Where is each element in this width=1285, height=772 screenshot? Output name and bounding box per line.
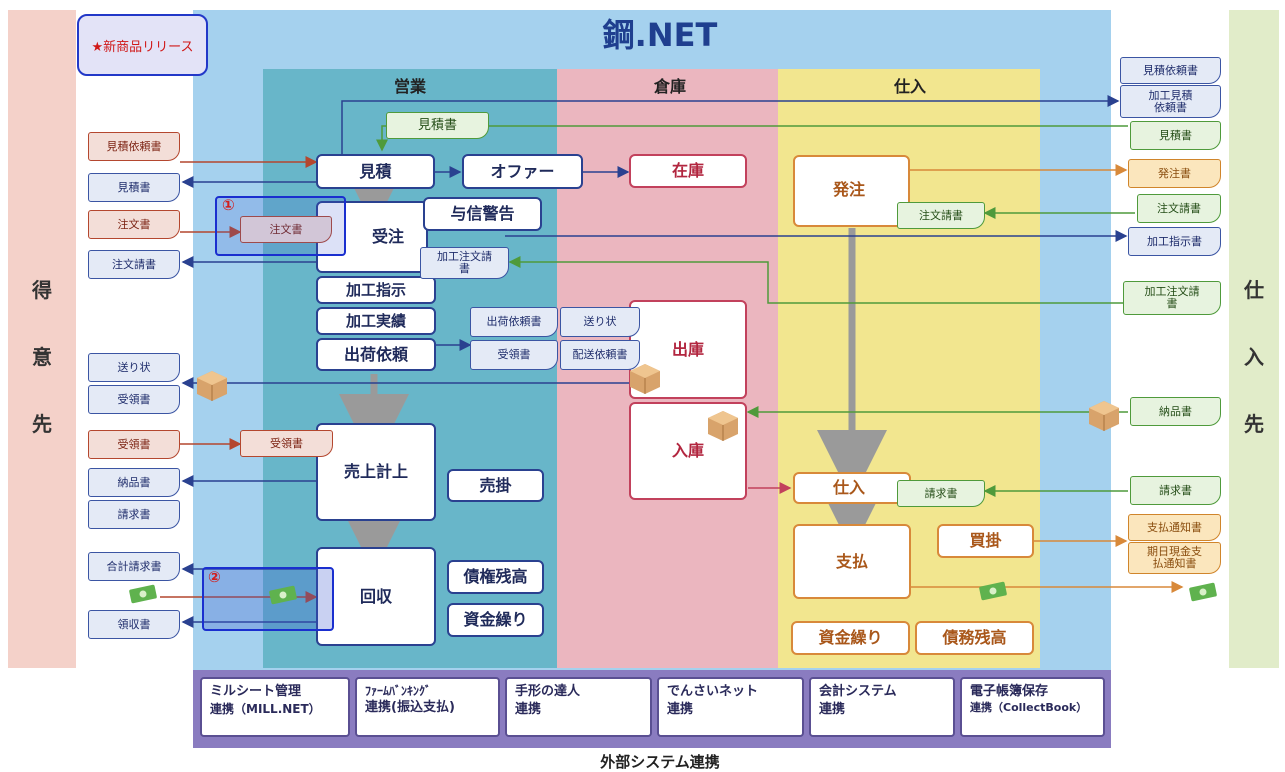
customer-side-panel	[8, 10, 76, 668]
package-icon	[197, 371, 227, 401]
money-icon	[269, 585, 297, 605]
supplier-side-panel	[1229, 10, 1279, 668]
sales-cash-flow-box[interactable]: 資金繰り	[447, 603, 544, 637]
estimate-box[interactable]: 見積	[316, 154, 435, 189]
ext-millsheet[interactable]: ミルシート管理連携（MILL.NET）	[200, 677, 350, 737]
right-purchase-order: 発注書	[1128, 159, 1221, 188]
purchase-cash-flow-box[interactable]: 資金繰り	[791, 621, 910, 655]
package-icon	[708, 411, 738, 441]
receivable-box[interactable]: 売掛	[447, 469, 544, 502]
ext-firm-banking[interactable]: ﾌｧｰﾑﾊﾞﾝｷﾝｸﾞ連携(振込支払)	[355, 677, 500, 737]
collection-box[interactable]: 回収	[316, 547, 436, 646]
money-icon	[1189, 582, 1217, 602]
delivery-request-doc: 配送依頼書	[560, 340, 640, 370]
warehouse-section-title: 倉庫	[653, 77, 686, 96]
processing-order-ack-doc: 加工注文請書	[420, 247, 509, 279]
product-title: 鋼.NET	[602, 16, 718, 54]
left-total-bill: 合計請求書	[88, 552, 180, 581]
purchase-invoice-doc: 請求書	[897, 480, 985, 507]
order-receipt-box[interactable]: 受注	[316, 201, 428, 273]
customer-label: 得 意 先	[32, 277, 52, 436]
left-receipt: 受領書	[88, 385, 180, 414]
ext-e-book[interactable]: 電子帳簿保存連携（CollectBook）	[960, 677, 1105, 737]
processing-result-box[interactable]: 加工実績	[316, 307, 436, 335]
left-receipt-slip: 領収書	[88, 610, 180, 639]
ordering-box[interactable]: 発注	[793, 155, 910, 227]
processing-instruction-box[interactable]: 加工指示	[316, 276, 436, 304]
money-icon	[979, 581, 1007, 601]
purchase-section-title: 仕入	[893, 77, 926, 96]
receipt-doc-internal: 受領書	[240, 430, 333, 457]
payable-box[interactable]: 買掛	[937, 524, 1034, 558]
supplier-label: 仕 入 先	[1244, 277, 1264, 436]
external-integration-label: 外部システム連携	[600, 753, 720, 771]
highlight-collection[interactable]	[202, 567, 334, 631]
purchase-order-ack-doc: 注文請書	[897, 202, 985, 229]
left-order: 注文書	[88, 210, 180, 239]
right-processing-instruction: 加工指示書	[1128, 227, 1221, 256]
marker-two: ②	[208, 568, 221, 586]
left-order-ack: 注文請書	[88, 250, 180, 279]
payment-box[interactable]: 支払	[793, 524, 911, 599]
ext-tegata[interactable]: 手形の達人連携	[505, 677, 652, 737]
right-estimate-request: 見積依頼書	[1120, 57, 1221, 84]
purchase-box[interactable]: 仕入	[793, 472, 911, 504]
ext-densai[interactable]: でんさいネット連携	[657, 677, 804, 737]
offer-box[interactable]: オファー	[462, 154, 583, 189]
sales-section-title: 営業	[393, 77, 426, 96]
right-payment-notice: 支払通知書	[1128, 514, 1221, 541]
left-delivery-note: 納品書	[88, 468, 180, 497]
right-due-cash-payment-notice: 期日現金支払通知書	[1128, 542, 1221, 574]
package-icon	[1089, 401, 1119, 431]
receipt-doc-mid: 受領書	[470, 340, 558, 370]
new-release-label: ★新商品リリース	[91, 39, 194, 55]
liability-balance-box[interactable]: 債務残高	[915, 621, 1034, 655]
order-doc-internal: 注文書	[240, 216, 332, 243]
estimate-doc-from-supplier: 見積書	[386, 112, 489, 139]
new-release-badge[interactable]: ★新商品リリース	[77, 14, 208, 76]
right-order-ack: 注文請書	[1137, 194, 1221, 223]
right-processing-estimate-request: 加工見積依頼書	[1120, 85, 1221, 118]
package-icon	[630, 364, 660, 394]
left-estimate: 見積書	[88, 173, 180, 202]
left-bill: 請求書	[88, 500, 180, 529]
right-estimate: 見積書	[1130, 121, 1221, 150]
debt-balance-box[interactable]: 債権残高	[447, 560, 544, 594]
right-delivery-note: 納品書	[1130, 397, 1221, 426]
sales-posting-box[interactable]: 売上計上	[316, 423, 436, 521]
shipping-request-box[interactable]: 出荷依頼	[316, 338, 436, 371]
left-invoice-note: 送り状	[88, 353, 180, 382]
right-processing-order-ack: 加工注文請書	[1123, 281, 1221, 315]
marker-one: ①	[222, 196, 235, 214]
highlight-order-receipt[interactable]	[215, 196, 346, 256]
shipping-request-doc: 出荷依頼書	[470, 307, 558, 337]
stock-box[interactable]: 在庫	[629, 154, 747, 188]
left-estimate-request: 見積依頼書	[88, 132, 180, 161]
right-invoice: 請求書	[1130, 476, 1221, 505]
money-icon	[129, 584, 157, 604]
credit-warning-box[interactable]: 与信警告	[423, 197, 542, 231]
ext-accounting[interactable]: 会計システム連携	[809, 677, 955, 737]
invoice-note-doc: 送り状	[560, 307, 640, 337]
left-receipt-2: 受領書	[88, 430, 180, 459]
